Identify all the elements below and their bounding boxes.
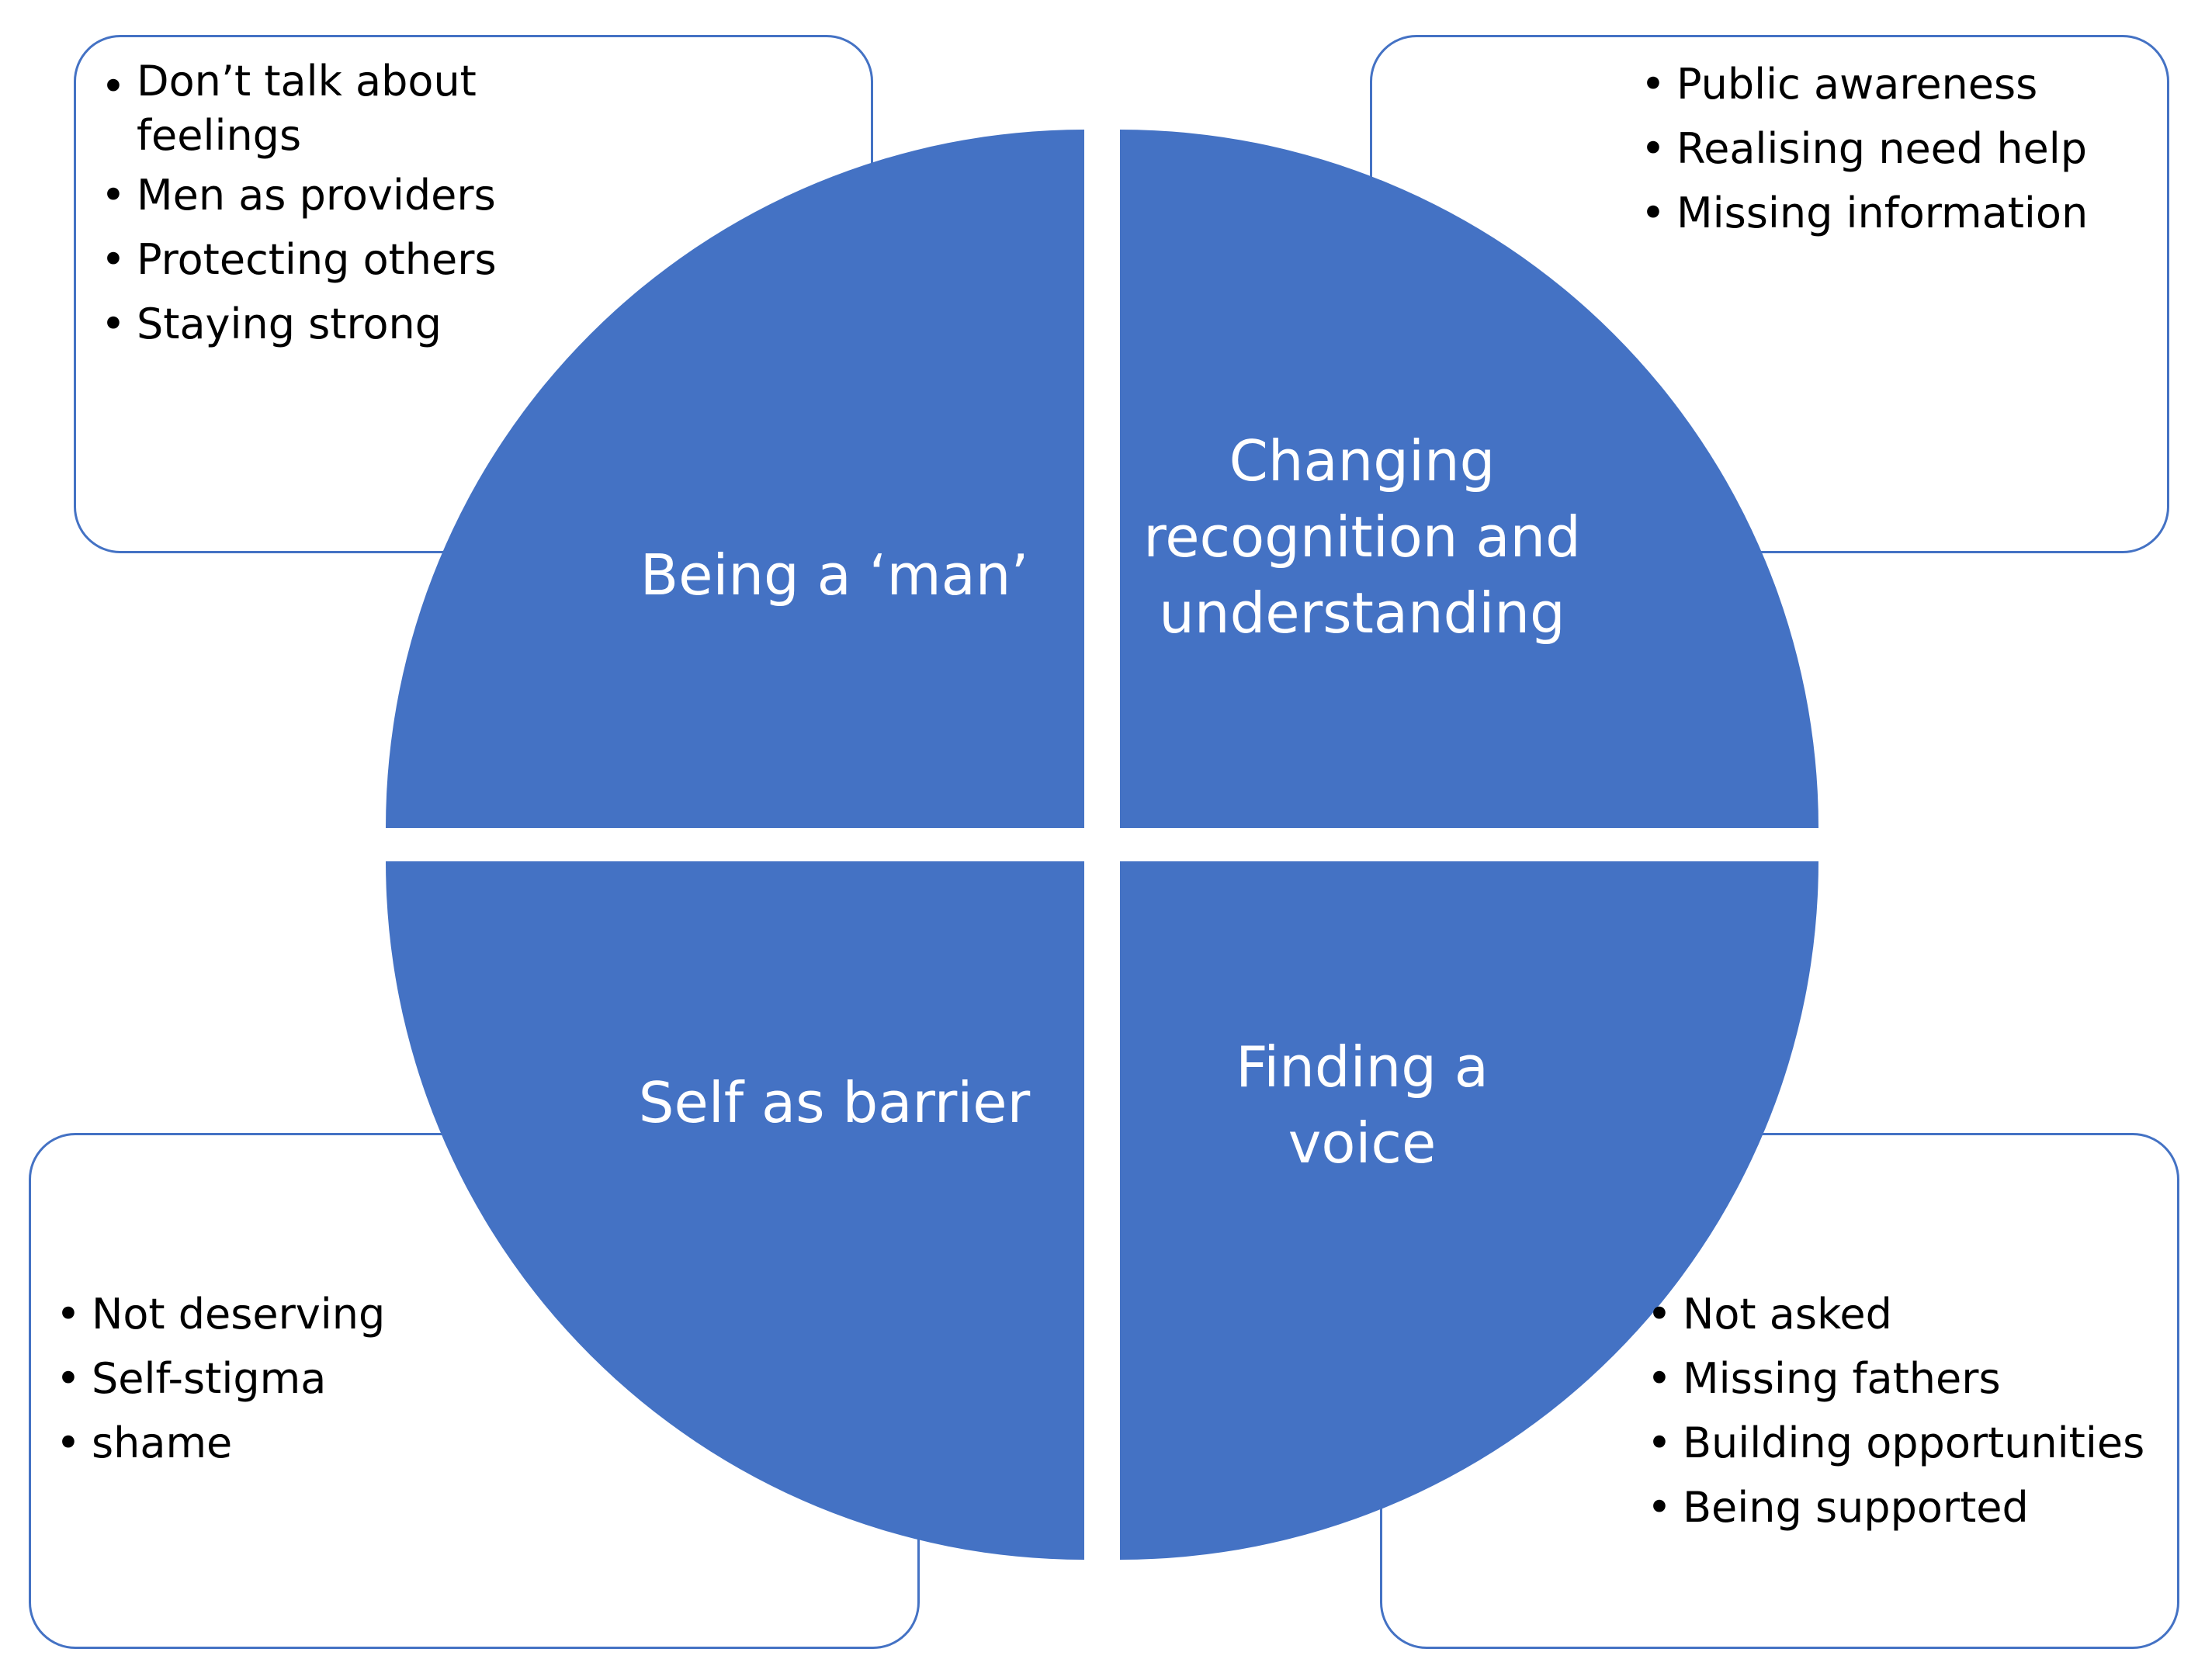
- list-item: •shame: [56, 1418, 233, 1467]
- list-top-left: •Don’t talk about feelings •Men as provi…: [98, 54, 501, 356]
- list-item: •Staying strong: [101, 300, 442, 348]
- quadrant-label-top-right: Changing recognition and understanding: [1143, 428, 1581, 646]
- quadrant-label-bottom-left: Self as barrier: [638, 1070, 1031, 1135]
- list-item: •Public awareness: [1641, 60, 2038, 109]
- list-bottom-left: •Not deserving •Self-stigma •shame: [53, 1282, 385, 1475]
- quadrant-label-top-left: Being a ‘man’: [640, 542, 1029, 608]
- quadrant-bottom-left: [386, 861, 1084, 1560]
- quadrant-top-right: [1120, 130, 1818, 828]
- list-item: •Building opportunities: [1647, 1418, 2145, 1467]
- list-item: •Missing fathers: [1647, 1354, 2001, 1403]
- list-item: •Not deserving: [56, 1290, 386, 1339]
- quadrant-bottom-right: [1120, 861, 1818, 1560]
- list-item: •Protecting others: [101, 235, 497, 284]
- list-item: •Missing information: [1641, 189, 2089, 237]
- quadrant-top-left: [386, 130, 1084, 828]
- list-bottom-right: •Not asked •Missing fathers •Building op…: [1644, 1282, 2144, 1540]
- list-top-right: •Public awareness •Realising need help •…: [1638, 52, 2088, 245]
- list-item: •Self-stigma: [56, 1354, 327, 1403]
- list-item: •Realising need help: [1641, 124, 2088, 173]
- quadrant-label-bottom-right: Finding a voice: [1236, 1034, 1489, 1176]
- list-item: •Men as providers: [101, 171, 496, 220]
- list-item: •Don’t talk about feelings: [101, 57, 477, 160]
- list-item: •Being supported: [1647, 1483, 2029, 1532]
- list-item: •Not asked: [1647, 1290, 1892, 1339]
